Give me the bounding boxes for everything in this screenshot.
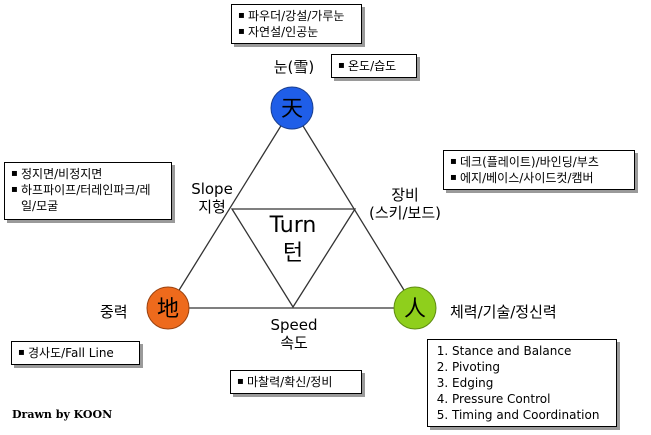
list-item: 마찰력/확신/정비 bbox=[237, 374, 355, 390]
list-item: 데크(플레이트)/바인딩/부츠 bbox=[450, 154, 628, 170]
list-item: Stance and Balance bbox=[452, 343, 610, 359]
box-temp-humidity: 온도/습도 bbox=[331, 54, 417, 78]
outer-triangle bbox=[166, 106, 417, 309]
node-heaven: 天 bbox=[270, 86, 314, 130]
label-snow: 눈(雪) bbox=[273, 58, 315, 76]
node-human-symbol: 人 bbox=[404, 297, 426, 322]
list-item: Pivoting bbox=[452, 359, 610, 375]
edge-slope-line2: 지형 bbox=[198, 198, 226, 216]
label-fitness-skill-mind: 체력/기술/정신력 bbox=[450, 303, 557, 321]
edge-speed-label: Speed 속도 bbox=[262, 316, 326, 352]
list-item: Timing and Coordination bbox=[452, 407, 610, 423]
box-speed: 마찰력/확신/정비 bbox=[230, 370, 362, 394]
center-turn-label: Turn 턴 bbox=[258, 212, 328, 268]
box-gravity: 경사도/Fall Line bbox=[11, 341, 140, 365]
node-human: 人 bbox=[393, 286, 437, 330]
footer-credit: Drawn by KOON bbox=[12, 408, 113, 421]
list-item: 온도/습도 bbox=[338, 58, 410, 74]
list-item: Edging bbox=[452, 375, 610, 391]
box-skills: Stance and Balance Pivoting Edging Press… bbox=[427, 339, 617, 427]
node-heaven-symbol: 天 bbox=[281, 97, 303, 122]
edge-equipment-line2: (스키/보드) bbox=[369, 204, 441, 222]
node-earth: 地 bbox=[146, 286, 190, 330]
label-gravity: 중력 bbox=[100, 303, 128, 321]
box-snow-types: 파우더/강설/가루눈 자연설/인공눈 bbox=[231, 4, 362, 44]
center-turn-line2: 턴 bbox=[282, 241, 304, 266]
box-terrain: 정지면/비정지면 하프파이프/터레인파크/레일/모굴 bbox=[4, 162, 172, 220]
list-item: 자연설/인공눈 bbox=[238, 24, 355, 40]
edge-equipment-label: 장비 (스키/보드) bbox=[365, 186, 445, 222]
center-turn-line1: Turn bbox=[269, 213, 317, 238]
list-item: Pressure Control bbox=[452, 391, 610, 407]
inner-triangle bbox=[230, 208, 357, 309]
node-earth-symbol: 地 bbox=[157, 297, 179, 322]
list-item: 파우더/강설/가루눈 bbox=[238, 8, 355, 24]
list-item: 에지/베이스/사이드컷/캠버 bbox=[450, 170, 628, 186]
box-equipment: 데크(플레이트)/바인딩/부츠 에지/베이스/사이드컷/캠버 bbox=[443, 150, 635, 190]
list-item: 정지면/비정지면 bbox=[11, 166, 165, 182]
list-item: 하프파이프/터레인파크/레일/모굴 bbox=[11, 182, 165, 214]
list-item: 경사도/Fall Line bbox=[18, 345, 133, 361]
edge-slope-label: Slope 지형 bbox=[186, 180, 238, 216]
edge-equipment-line1: 장비 bbox=[391, 186, 419, 204]
edge-slope-line1: Slope bbox=[191, 180, 233, 198]
edge-speed-line1: Speed bbox=[270, 316, 318, 334]
edge-speed-line2: 속도 bbox=[280, 334, 308, 352]
